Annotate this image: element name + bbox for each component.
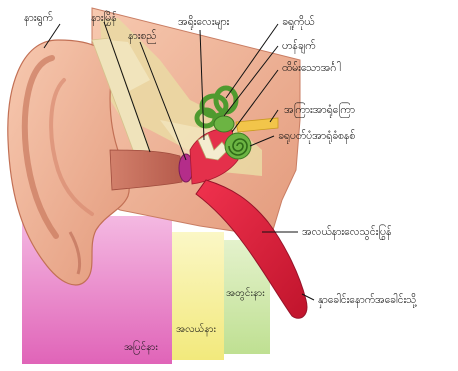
middle-ear-zone <box>172 232 224 360</box>
label-inner-ear-zone: အတွင်းနား <box>226 288 265 300</box>
label-semicircular-canals: ခရူကိုယ် <box>282 16 314 28</box>
label-eustachian-tube: အလယ်နားလေသွင်းပြွန် <box>302 226 391 238</box>
label-cochlea: ခရုပတ်ပုံအာရုံခံစနစ် <box>278 130 355 142</box>
label-outer-ear-zone: အပြင်နား <box>124 342 158 354</box>
cochlea <box>225 133 251 159</box>
label-ear-cartilage: နားမြှိန် <box>91 12 117 24</box>
label-eardrum: နားစည် <box>128 30 156 42</box>
label-middle-ear-zone: အလယ်နား <box>176 324 216 336</box>
vestibule <box>214 116 234 132</box>
label-auditory-nerve: အကြားအာရုံကြော <box>284 104 355 116</box>
ear-canal <box>110 150 182 190</box>
label-pinna: နားရွက် <box>24 12 53 24</box>
label-vestibule: ဟန်ချက် <box>282 40 316 52</box>
label-oval-window: ထိမ်းသောအင်္ဂါ <box>282 62 341 74</box>
label-ossicles: အရိုးလေးများ <box>178 16 229 28</box>
label-to-nasopharynx: နှာခေါင်းနောက်အခေါင်းသို့ <box>318 294 416 306</box>
